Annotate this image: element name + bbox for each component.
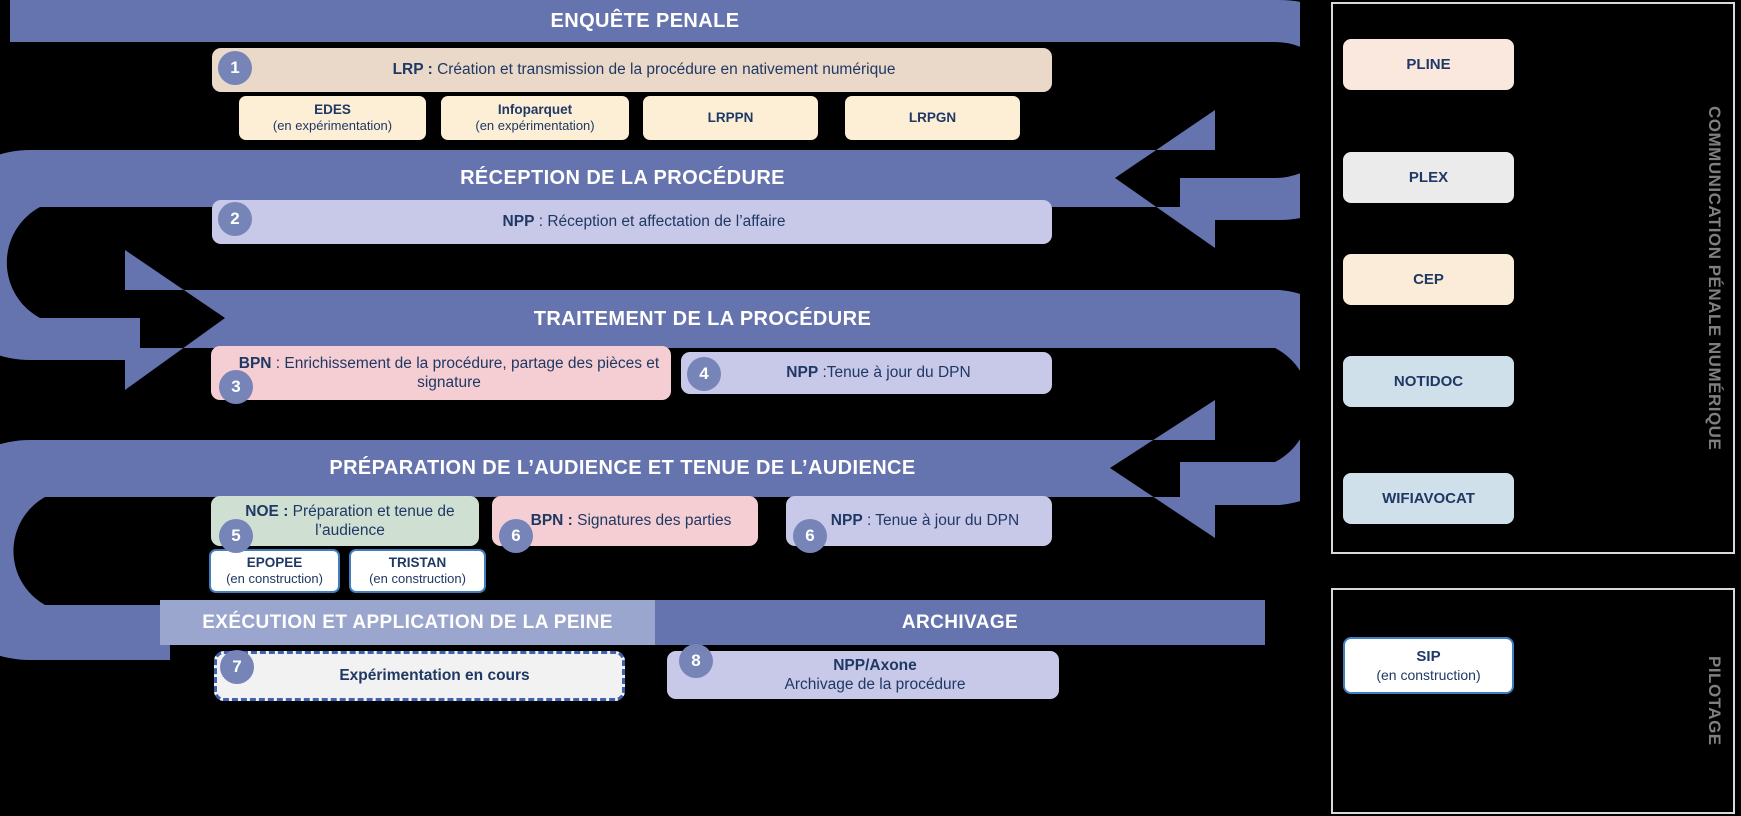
step-8-app: NPP/Axone (833, 656, 917, 674)
step-6-bpn-app: BPN : (530, 512, 573, 530)
rail-box-pline[interactable]: PLINE (1343, 39, 1514, 90)
step-badge-7: 7 (220, 650, 254, 684)
tool-sub: (en expérimentation) (272, 118, 393, 134)
step-card-6-bpn[interactable]: BPN : Signatures des parties (492, 496, 758, 546)
band-label: ARCHIVAGE (901, 611, 1019, 633)
step-card-6-npp[interactable]: NPP : Tenue à jour du DPN (786, 496, 1052, 546)
step-6-npp-text: : Tenue à jour du DPN (862, 512, 1020, 530)
step-1-content: LRP : Création et transmission de la pro… (393, 60, 896, 79)
step-6-npp-content: NPP : Tenue à jour du DPN (831, 511, 1019, 530)
rail-box-name: SIP (1416, 647, 1441, 665)
tool-name: TRISTAN (388, 554, 447, 570)
badge-number: 5 (231, 526, 241, 545)
step-3-content: BPN : Enrichissement de la procédure, pa… (237, 354, 661, 393)
panel-vertical-label-cpn: COMMUNICATION PÉNALE NUMÉRIQUE (1705, 105, 1724, 451)
badge-number: 7 (232, 657, 242, 676)
step-card-2[interactable]: NPP : Réception et affectation de l’affa… (212, 200, 1052, 244)
step-4-text: :Tenue à jour du DPN (818, 364, 971, 382)
step-1-text: Création et transmission de la procédure… (432, 61, 896, 79)
tool-sub: (en expérimentation) (475, 118, 595, 134)
band-enquete-penale: ENQUÊTE PENALE (10, 0, 1280, 42)
step-badge-8: 8 (679, 644, 713, 678)
badge-number: 1 (230, 58, 240, 77)
step-2-content: NPP : Réception et affectation de l’affa… (503, 212, 786, 231)
badge-number: 8 (691, 651, 701, 670)
badge-number: 3 (231, 377, 241, 396)
step-card-8[interactable]: NPP/Axone Archivage de la procédure (667, 651, 1059, 699)
panel-communication-penale-numerique: COMMUNICATION PÉNALE NUMÉRIQUE (1331, 2, 1735, 554)
step-badge-6-bpn: 6 (499, 519, 533, 553)
tool-name: LRPPN (707, 110, 754, 126)
rail-box-notidoc[interactable]: NOTIDOC (1343, 356, 1514, 407)
tool-box-lrppn[interactable]: LRPPN (643, 96, 818, 140)
step-badge-4: 4 (687, 357, 721, 391)
step-badge-3: 3 (219, 370, 253, 404)
step-badge-6-npp: 6 (793, 519, 827, 553)
panel-pilotage: PILOTAGE (1331, 588, 1735, 814)
step-7-text: Expérimentation en cours (339, 667, 530, 685)
band-archivage: ARCHIVAGE (655, 600, 1265, 645)
band-label: TRAITEMENT DE LA PROCÉDURE (533, 307, 872, 330)
step-5-content: NOE : Préparation et tenue de l’audience (231, 502, 469, 541)
badge-number: 2 (230, 209, 240, 228)
tool-name: EPOPEE (246, 554, 303, 570)
tool-box-infoparquet[interactable]: Infoparquet (en expérimentation) (441, 96, 629, 140)
tool-box-edes[interactable]: EDES (en expérimentation) (239, 96, 426, 140)
band-label: RÉCEPTION DE LA PROCÉDURE (460, 167, 785, 189)
tool-name: LRPGN (908, 110, 957, 126)
band-preparation-audience: PRÉPARATION DE L’AUDIENCE ET TENUE DE L’… (30, 440, 1215, 497)
step-badge-2: 2 (218, 202, 252, 236)
step-7-content: Expérimentation en cours (339, 666, 529, 685)
step-6-bpn-content: BPN : Signatures des parties (531, 511, 732, 530)
tool-name: EDES (314, 101, 351, 117)
step-card-5[interactable]: NOE : Préparation et tenue de l’audience (211, 496, 479, 546)
rail-box-plex[interactable]: PLEX (1343, 152, 1514, 203)
tool-sub: (en construction) (369, 571, 466, 587)
step-6-bpn-text: Signatures des parties (572, 512, 732, 530)
rail-box-cep[interactable]: CEP (1343, 254, 1514, 305)
rail-box-name: NOTIDOC (1393, 372, 1464, 390)
step-badge-1: 1 (218, 51, 252, 85)
step-5-app: NOE : (245, 502, 289, 520)
band-label: ENQUÊTE PENALE (550, 9, 740, 32)
tool-sub: (en construction) (226, 571, 323, 587)
step-4-content: NPP :Tenue à jour du DPN (786, 363, 970, 382)
badge-number: 4 (699, 364, 709, 383)
rail-box-name: CEP (1413, 270, 1444, 288)
step-8-text: Archivage de la procédure (784, 676, 966, 693)
band-execution-peine: EXÉCUTION ET APPLICATION DE LA PEINE (160, 600, 655, 645)
rail-box-sub: (en construction) (1376, 667, 1481, 684)
band-reception-procedure: RÉCEPTION DE LA PROCÉDURE (30, 150, 1215, 207)
step-card-4[interactable]: NPP :Tenue à jour du DPN (681, 352, 1052, 394)
panel-vertical-label-pilotage: PILOTAGE (1705, 656, 1724, 746)
band-label: EXÉCUTION ET APPLICATION DE LA PEINE (202, 611, 613, 633)
rail-box-wifiavocat[interactable]: WIFIAVOCAT (1343, 473, 1514, 524)
step-4-app: NPP (786, 364, 819, 382)
badge-number: 6 (805, 526, 815, 545)
step-card-7[interactable]: Expérimentation en cours (214, 651, 625, 701)
tool-box-lrpgn[interactable]: LRPGN (845, 96, 1020, 140)
band-label: PRÉPARATION DE L’AUDIENCE ET TENUE DE L’… (329, 457, 916, 479)
step-6-npp-app: NPP (830, 512, 863, 530)
step-3-text: : Enrichissement de la procédure, partag… (271, 354, 660, 391)
rail-box-name: PLEX (1408, 168, 1449, 186)
tool-box-tristan[interactable]: TRISTAN (en construction) (349, 549, 486, 593)
rail-box-name: WIFIAVOCAT (1382, 489, 1475, 507)
step-card-1[interactable]: LRP : Création et transmission de la pro… (212, 48, 1052, 92)
step-2-app: NPP (502, 213, 535, 231)
tool-box-epopee[interactable]: EPOPEE (en construction) (209, 549, 340, 593)
step-card-3[interactable]: BPN : Enrichissement de la procédure, pa… (211, 346, 671, 400)
step-3-app: BPN (238, 354, 272, 372)
step-badge-5: 5 (219, 519, 253, 553)
rail-box-name: PLINE (1406, 55, 1451, 73)
tool-name: Infoparquet (497, 101, 573, 117)
step-5-text: Préparation et tenue de l’audience (288, 502, 455, 539)
step-1-app: LRP : (392, 61, 433, 79)
badge-number: 6 (511, 526, 521, 545)
band-traitement-procedure: TRAITEMENT DE LA PROCÉDURE (125, 290, 1280, 348)
rail-box-sip[interactable]: SIP (en construction) (1343, 637, 1514, 694)
step-2-text: : Réception et affectation de l’affaire (534, 213, 786, 231)
